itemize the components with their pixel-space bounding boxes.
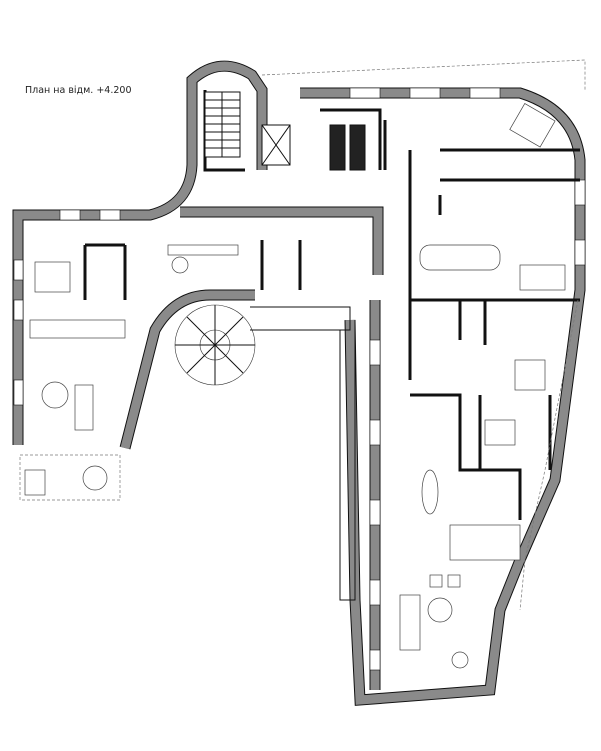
exterior-walls — [12, 60, 586, 706]
terraces — [19, 59, 586, 601]
facade-line — [519, 299, 579, 611]
elevators — [261, 124, 366, 171]
windows — [13, 87, 586, 671]
rotunda — [174, 304, 256, 386]
staircase — [204, 91, 241, 158]
furniture — [24, 103, 566, 669]
plan-title: План на відм. +4.200 — [25, 85, 132, 96]
